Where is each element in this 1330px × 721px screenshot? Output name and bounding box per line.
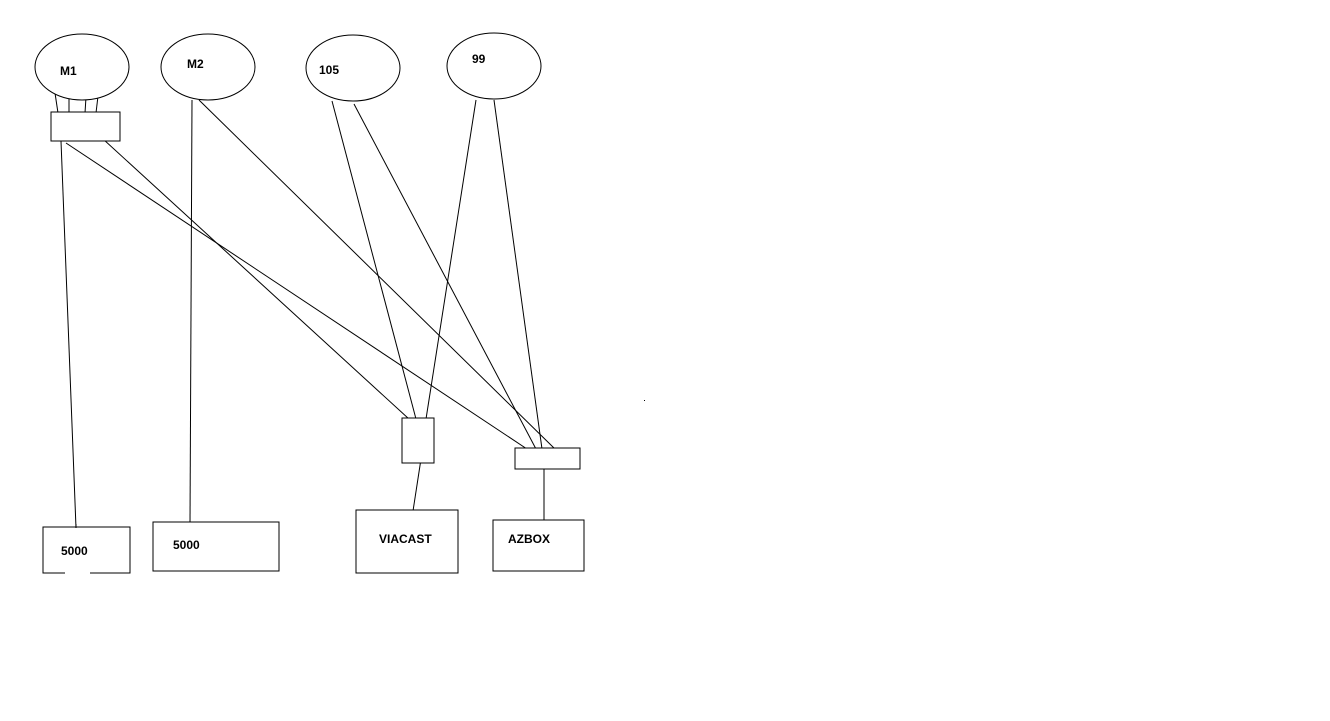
receiver-5000-b: 5000 xyxy=(152,521,280,572)
dish-99-shape xyxy=(446,32,542,100)
wire-m2-to-switch-azbox xyxy=(198,99,556,450)
receiver-5000-a-label: 5000 xyxy=(61,544,88,558)
switch-azbox xyxy=(514,447,581,470)
wire-105-to-switch-azbox xyxy=(353,103,537,450)
dish-m2-shape xyxy=(160,33,256,101)
dish-m2-label: M2 xyxy=(187,57,204,71)
connection-wires xyxy=(54,92,556,529)
wire-switch-m1-to-switch-azbox xyxy=(65,142,531,452)
receiver-azbox-label: AZBOX xyxy=(508,532,550,546)
receiver-viacast-box xyxy=(355,509,459,574)
stray-dot xyxy=(644,400,645,401)
receiver-5000-b-label: 5000 xyxy=(173,538,200,552)
dish-105-shape xyxy=(305,34,401,102)
dish-105-label: 105 xyxy=(319,63,339,77)
receiver-viacast-label: VIACAST xyxy=(379,532,432,546)
receiver-5000-a: 5000 xyxy=(42,524,131,574)
dish-105: 105 xyxy=(305,34,401,102)
switch-viacast xyxy=(401,417,435,464)
dish-m2: M2 xyxy=(160,33,256,101)
wire-99-to-switch-viacast xyxy=(425,99,477,420)
wire-switch-viacast-to-viacast xyxy=(412,458,422,512)
wire-99-to-switch-azbox xyxy=(493,99,543,450)
dish-99: 99 xyxy=(446,32,542,100)
wire-switch-m1-to-5000-a xyxy=(60,140,77,529)
receiver-azbox: AZBOX xyxy=(492,519,585,572)
switch-m1 xyxy=(50,111,121,142)
wire-105-to-switch-viacast xyxy=(331,100,417,420)
wire-m1-to-switch-4 xyxy=(95,95,99,114)
dish-m1-label: M1 xyxy=(60,64,77,78)
receiver-azbox-box xyxy=(492,519,585,572)
dish-m1-shape xyxy=(34,33,130,101)
wire-m2-to-5000-b xyxy=(189,99,193,525)
receiver-5000-a-box xyxy=(42,526,131,574)
wire-switch-m1-to-switch-viacast xyxy=(102,138,410,420)
receiver-5000-b-box xyxy=(152,521,280,572)
dish-m1: M1 xyxy=(34,33,130,101)
receiver-viacast: VIACAST xyxy=(355,509,459,574)
dish-99-label: 99 xyxy=(472,52,486,66)
wire-m1-to-switch-1 xyxy=(54,92,59,114)
